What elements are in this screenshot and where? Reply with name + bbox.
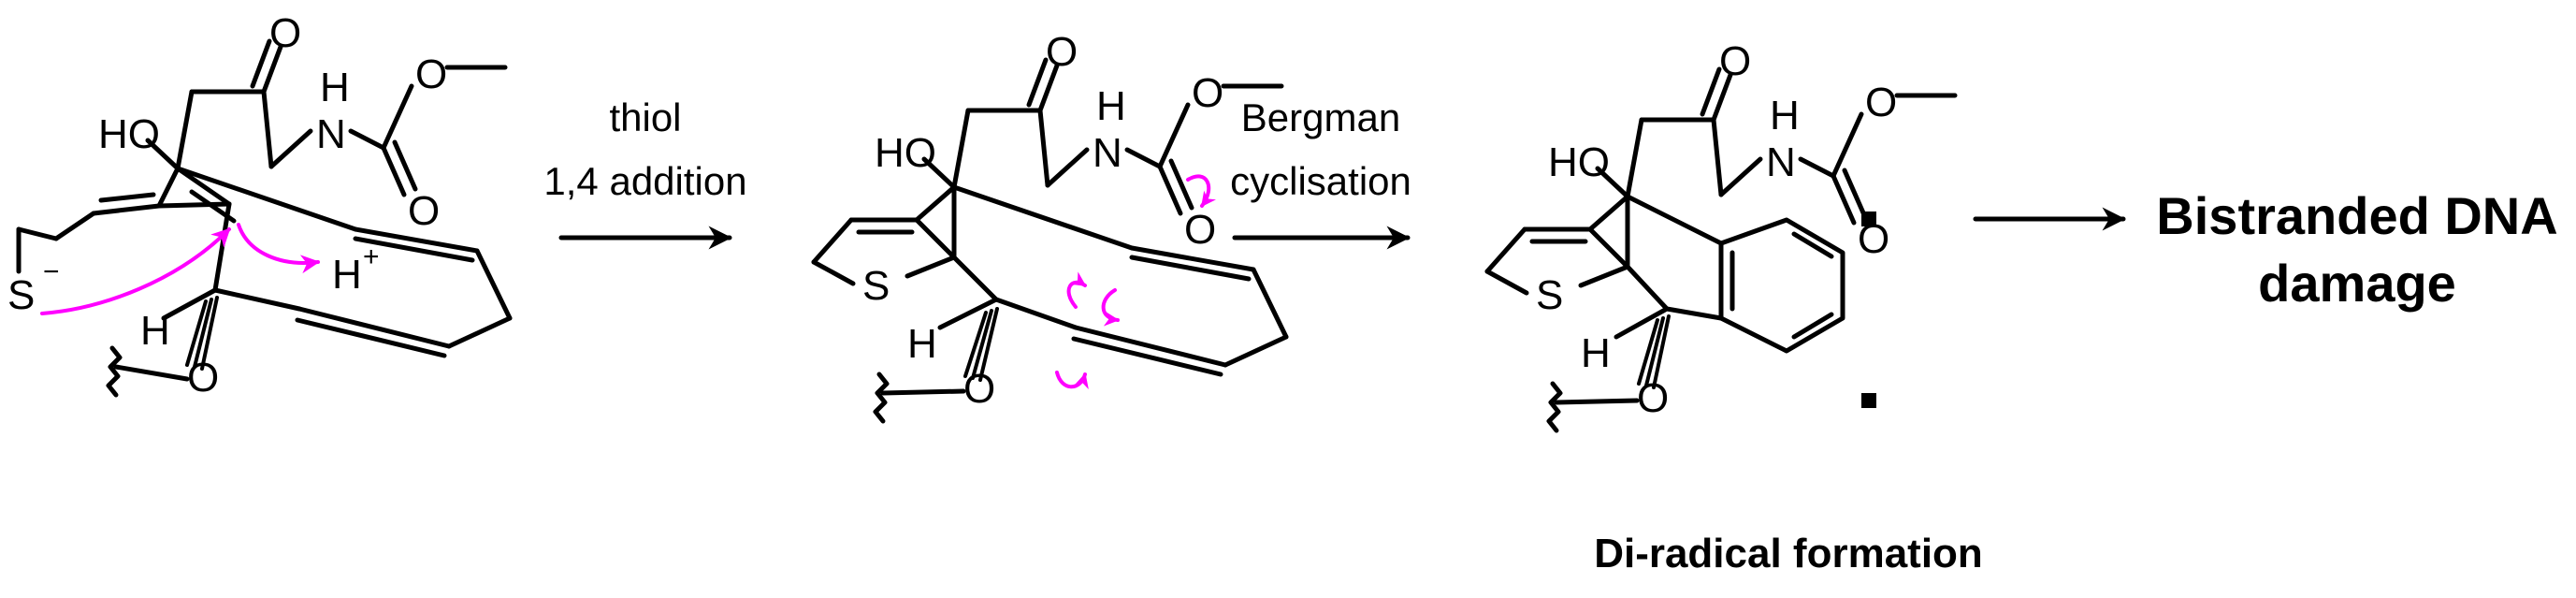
caption: Di-radical formation [1594,531,1983,576]
m1-s: S [7,272,35,318]
step-1-line-1: thiol [609,95,681,139]
m1-nh-h: H [320,65,350,110]
m2-nh-n: N [1093,130,1122,176]
m3-o-ether: O [1637,375,1669,421]
molecule-2: HO O H N O O S H O [811,29,1289,424]
m2-ho: HO [875,130,936,176]
m2-curly-arrow-1 [1186,174,1217,208]
m2-s: S [862,263,890,309]
m1-nh-n: N [316,111,346,157]
m1-h-cation: H [332,252,362,298]
m2-nh-h: H [1096,83,1126,129]
m2-o-ketone: O [1046,29,1078,75]
m3-o-ester: O [1865,80,1897,125]
m2-o-carbonyl: O [1184,207,1216,253]
product-line-2: damage [2258,254,2456,313]
m1-o-ether: O [187,355,219,401]
m2-curly-arrow-2 [1066,271,1087,309]
step-1-line-2: 1,4 addition [543,159,746,203]
step-2-line-2: cyclisation [1230,159,1411,203]
m3-ho: HO [1548,139,1610,185]
product-line-1: Bistranded DNA [2156,186,2557,245]
m1-h-stereo: H [140,308,170,354]
m2-o-ether: O [963,366,995,412]
m2-o-ester: O [1192,70,1223,116]
m1-curly-arrow-shift [237,223,320,274]
m1-s-charge: − [43,256,60,287]
m1-curly-arrow-attack [40,227,231,315]
m1-o-ketone: O [269,10,301,56]
m2-h-stereo: H [907,321,937,367]
m1-o-carbonyl: O [408,188,440,234]
m3-o-ketone: O [1719,38,1751,84]
m3-s: S [1536,272,1563,318]
m1-ho: HO [98,111,160,157]
radical-dot-bottom [1861,393,1876,408]
molecule-3: HO O H N O O S H O [1484,38,1955,433]
step-2-line-1: Bergman [1241,95,1400,139]
m1-o-ester: O [415,51,447,97]
m1-h-charge: + [363,241,380,272]
m3-h-stereo: H [1581,330,1611,376]
m2-curly-arrow-4 [1055,371,1089,390]
radical-dot-top [1861,211,1876,226]
m3-nh-n: N [1766,139,1796,185]
molecule-1: HO O H N O O S − H O H + [7,10,513,401]
m3-nh-h: H [1770,93,1800,139]
m2-curly-arrow-3 [1101,288,1120,327]
